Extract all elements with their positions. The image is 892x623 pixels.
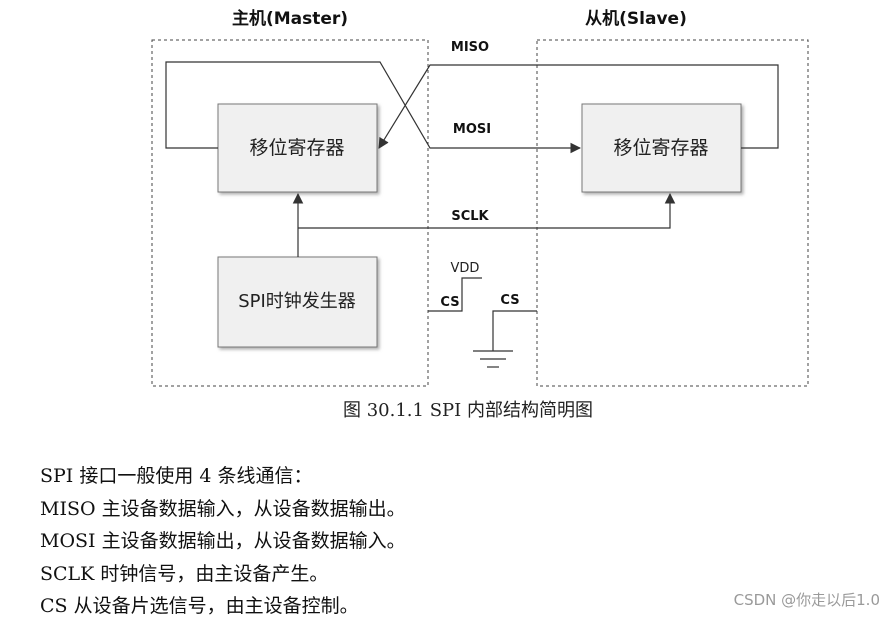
sclk-wire (298, 192, 676, 229)
ground-icon (473, 350, 513, 368)
description-line: MOSI 主设备数据输出，从设备数据输入。 (40, 530, 406, 552)
description-line: SPI 接口一般使用 4 条线通信： (40, 465, 313, 487)
description-line: MISO 主设备数据输入，从设备数据输出。 (40, 497, 406, 520)
master-shift-register-label: 移位寄存器 (249, 137, 344, 159)
sclk-label: SCLK (451, 209, 489, 224)
description-text: SPI 接口一般使用 4 条线通信： MISO 主设备数据输入，从设备数据输出。… (40, 460, 740, 623)
mosi-wire (165, 61, 582, 154)
slave-region (536, 39, 809, 387)
master-shift-register-box (217, 103, 378, 193)
slave-title: 从机(Slave) (585, 8, 687, 29)
miso-wire (378, 64, 779, 149)
description-line: CS 从设备片选信号，由主设备控制。 (40, 595, 359, 617)
watermark: CSDN @你走以后1.0 (733, 591, 880, 609)
master-title: 主机(Master) (232, 8, 348, 29)
cs-master-label: CS (440, 295, 459, 310)
figure-caption: 图 30.1.1 SPI 内部结构简明图 (343, 400, 593, 421)
miso-label: MISO (451, 40, 489, 55)
cs-master-wire (428, 277, 482, 312)
cs-slave-wire (492, 310, 537, 351)
cs-slave-label: CS (500, 293, 519, 308)
slave-shift-register-box (581, 103, 742, 193)
clock-generator-label: SPI时钟发生器 (238, 291, 356, 312)
description-line: SCLK 时钟信号，由主设备产生。 (40, 562, 329, 585)
mosi-label: MOSI (453, 122, 491, 137)
vdd-label: VDD (451, 261, 480, 276)
master-region (151, 39, 429, 387)
clock-generator-box (217, 256, 378, 348)
slave-shift-register-label: 移位寄存器 (613, 137, 708, 159)
